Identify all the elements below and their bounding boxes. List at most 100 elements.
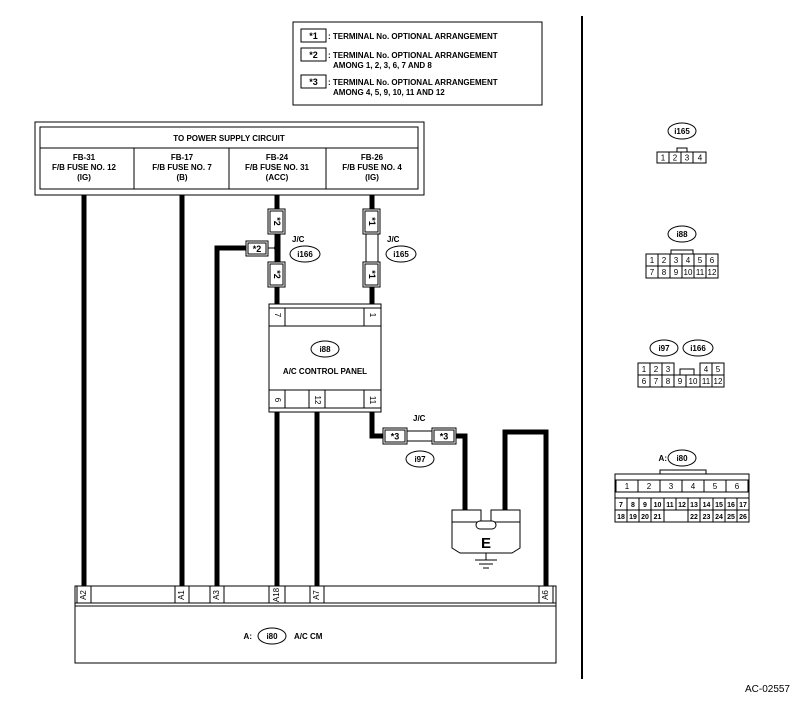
connector-label-i165: i165 xyxy=(393,250,409,259)
legend-text: AMONG 4, 5, 9, 10, 11 AND 12 xyxy=(333,88,445,97)
ground-label: E xyxy=(481,535,491,552)
junction-i166: *2 *2 *2 J/C i166 xyxy=(245,208,321,288)
legend-item-3: *3 : TERMINAL No. OPTIONAL ARRANGEMENT A… xyxy=(300,74,498,97)
legend-text: : TERMINAL No. OPTIONAL ARRANGEMENT xyxy=(328,51,498,60)
fuse-id: FB-26 xyxy=(361,153,384,162)
pin: 6 xyxy=(735,482,740,491)
pin: 9 xyxy=(643,502,647,509)
pin: 2 xyxy=(647,482,652,491)
pin: 12 xyxy=(714,377,723,386)
wire-i97-ground xyxy=(456,433,468,510)
legend-item-1: *1 : TERMINAL No. OPTIONAL ARRANGEMENT xyxy=(300,28,498,43)
legend-item-2: *2 : TERMINAL No. OPTIONAL ARRANGEMENT A… xyxy=(300,47,498,70)
pin: 4 xyxy=(698,154,703,163)
pin: 19 xyxy=(629,514,637,521)
pin: 4 xyxy=(704,365,709,374)
connector-view-i88: i88 1 2 3 4 5 6 7 8 9 10 11 12 xyxy=(645,225,719,279)
terminal-mark: *2 xyxy=(272,217,282,226)
panel-connector: i88 xyxy=(319,345,331,354)
pin: 22 xyxy=(690,514,698,521)
legend-mark: *1 xyxy=(309,31,318,41)
splice-dot xyxy=(274,245,280,251)
wire-panel11 xyxy=(369,412,383,439)
panel-pin: 12 xyxy=(313,396,322,405)
pin: 6 xyxy=(642,377,647,386)
fuse-name: F/B FUSE NO. 31 xyxy=(245,163,310,172)
legend-mark: *3 xyxy=(309,77,318,87)
wire-a6-ground xyxy=(502,429,549,586)
wire-branch-a3 xyxy=(214,245,246,586)
jc-label: J/C xyxy=(387,235,400,244)
pin: 7 xyxy=(654,377,659,386)
fuse-type: (IG) xyxy=(77,173,91,182)
pin: 18 xyxy=(617,514,625,521)
figure-id: AC-02557 xyxy=(745,684,790,695)
fuse-id: FB-31 xyxy=(73,153,96,162)
pin: 9 xyxy=(678,377,683,386)
pin: 25 xyxy=(727,514,735,521)
fuse-fb26: FB-26 F/B FUSE NO. 4 (IG) xyxy=(342,153,402,182)
connector-view-label: i97 xyxy=(658,344,670,353)
fuse-id: FB-24 xyxy=(266,153,289,162)
connector-view-label: i88 xyxy=(676,230,688,239)
fuse-type: (ACC) xyxy=(266,173,289,182)
cm-pin: A3 xyxy=(212,590,221,600)
pin: 10 xyxy=(684,268,693,277)
pin: 4 xyxy=(686,256,691,265)
jc-label: J/C xyxy=(413,414,426,423)
cm-pin: A2 xyxy=(79,590,88,600)
pin: 1 xyxy=(661,154,666,163)
terminal-mark: *1 xyxy=(367,217,377,226)
pin: 7 xyxy=(650,268,655,277)
pin: 5 xyxy=(698,256,703,265)
power-title: TO POWER SUPPLY CIRCUIT xyxy=(173,134,285,143)
jc-label: J/C xyxy=(292,235,305,244)
pin: 13 xyxy=(690,502,698,509)
cm-pin: A18 xyxy=(272,587,281,602)
pin: 3 xyxy=(666,365,671,374)
fuse-name: F/B FUSE NO. 7 xyxy=(152,163,212,172)
terminal-mark: *2 xyxy=(272,270,282,279)
pin: 3 xyxy=(685,154,690,163)
connector-view-i80: A: i80 1 2 3 4 5 6 7 8 9 10 11 12 xyxy=(614,449,750,523)
connector-label-i97: i97 xyxy=(414,455,426,464)
connector-label-i166: i166 xyxy=(297,250,313,259)
pin: 9 xyxy=(674,268,679,277)
pin: 12 xyxy=(678,502,686,509)
power-supply-box: TO POWER SUPPLY CIRCUIT FB-31 F/B FUSE N… xyxy=(34,121,425,196)
pin: 21 xyxy=(654,514,662,521)
pin: 2 xyxy=(654,365,659,374)
ground-symbol: E xyxy=(451,509,521,569)
pin: 15 xyxy=(715,502,723,509)
fuse-type: (B) xyxy=(176,173,187,182)
legend-mark: *2 xyxy=(309,50,318,60)
terminal-mark: *2 xyxy=(253,244,262,254)
cm-pin: A6 xyxy=(541,590,550,600)
pin: 16 xyxy=(727,502,735,509)
fuse-name: F/B FUSE NO. 4 xyxy=(342,163,402,172)
junction-i165: *1 *1 J/C i165 xyxy=(362,208,417,288)
pin: 8 xyxy=(666,377,671,386)
pin: 2 xyxy=(662,256,667,265)
ac-control-panel: 7 1 i88 A/C CONTROL PANEL 6 12 11 xyxy=(268,303,382,413)
junction-i97: *3 *3 J/C i97 xyxy=(382,414,457,468)
pin: 11 xyxy=(702,377,711,386)
fuse-type: (IG) xyxy=(365,173,379,182)
pin: 1 xyxy=(642,365,647,374)
connector-view-label: i165 xyxy=(674,127,690,136)
pin: 2 xyxy=(673,154,678,163)
pin: 20 xyxy=(641,514,649,521)
fuse-name: F/B FUSE NO. 12 xyxy=(52,163,117,172)
connector-view-prefix: A: xyxy=(659,454,667,463)
pin: 8 xyxy=(662,268,667,277)
pin: 14 xyxy=(703,502,711,509)
cm-pin-slots xyxy=(76,586,554,603)
fuse-fb17: FB-17 F/B FUSE NO. 7 (B) xyxy=(152,153,212,182)
fuse-id: FB-17 xyxy=(171,153,194,162)
legend: *1 : TERMINAL No. OPTIONAL ARRANGEMENT *… xyxy=(292,21,543,106)
connector-view-label: i80 xyxy=(676,454,688,463)
panel-pin: 6 xyxy=(273,398,282,403)
pin: 23 xyxy=(703,514,711,521)
fuse-fb24: FB-24 F/B FUSE NO. 31 (ACC) xyxy=(245,153,310,182)
